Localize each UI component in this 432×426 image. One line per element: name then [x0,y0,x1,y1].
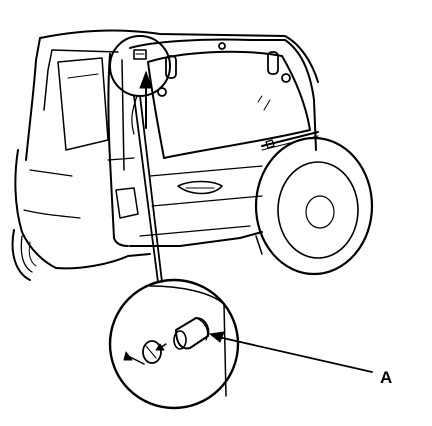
twist-arrow-head [123,351,133,361]
vehicle-body [14,29,319,269]
rear-left-tire [11,229,37,281]
magnified-detail-view [108,278,240,410]
tail-light-lens [115,187,139,219]
leader-line-left [133,95,159,283]
callout-label-a: A [380,368,392,387]
rear-window-glass [147,50,311,159]
tail-light-assembly [107,53,139,247]
left-glass-mount [157,87,167,97]
bulb [142,340,162,364]
spare-tire-outer [254,136,374,276]
center-clip [218,42,226,50]
spare-tire-hub [305,195,335,229]
right-glass-mount [281,73,291,83]
tailgate [129,38,317,247]
twist-arrow-line [127,355,145,365]
spare-tire [254,136,374,276]
callout-a-leader [208,331,373,373]
glass-hinges [157,42,291,97]
rear-bumper [55,235,263,270]
high-mount-lamp [133,49,147,60]
tailgate-handle [177,180,223,195]
detail-leader-lines [131,95,163,283]
magnify-circle [108,278,240,410]
pointer-arrow [139,70,153,129]
right-hinge [267,51,279,75]
left-hinge [165,55,177,79]
leader-line-right [139,95,163,283]
spare-tire-inner [277,161,359,259]
pull-arrow-head [155,343,165,351]
bulb-socket [173,317,210,350]
